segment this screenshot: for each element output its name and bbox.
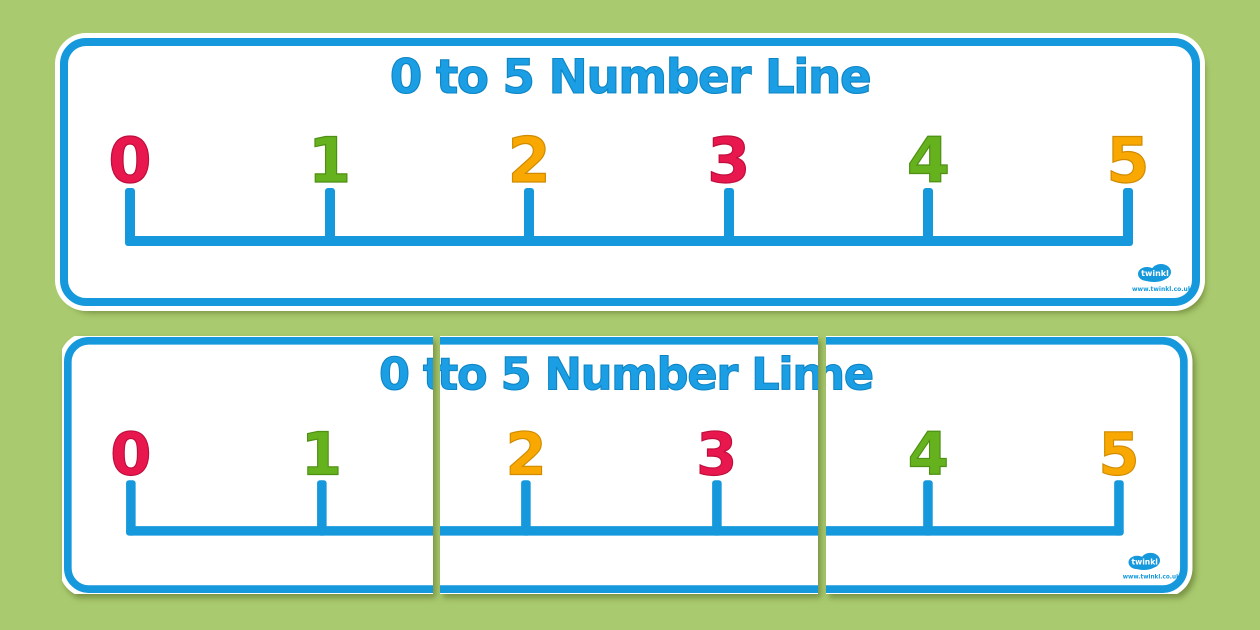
number-label: 2: [505, 419, 547, 489]
number-label: 2: [507, 124, 551, 197]
tick-mark: [1123, 188, 1133, 246]
number-line-bar: [125, 236, 1133, 246]
tick-mark: [324, 188, 335, 246]
tick-mark: [521, 480, 531, 536]
twinkl-logo-text: twinkl: [1141, 269, 1169, 278]
twinkl-logo: twinkl www.twinkl.co.uk: [1132, 262, 1192, 293]
number-line-bar: [440, 526, 818, 536]
number-label: 0: [110, 419, 152, 489]
tick-mark: [923, 188, 934, 246]
banner-title: 0 to 5 Number Line: [826, 348, 875, 402]
number-label: 3: [696, 419, 738, 489]
number-label: 3: [707, 124, 751, 197]
twinkl-tagline: www.twinkl.co.uk: [1132, 286, 1192, 293]
number-line: 0 1 2 3 4 5: [68, 46, 1192, 298]
number-line-bar: [826, 526, 1124, 536]
tick-mark: [1114, 480, 1124, 536]
tick-mark: [125, 188, 135, 246]
twinkl-cloud-icon: twinkl: [1128, 552, 1161, 571]
tick-mark: [126, 480, 136, 536]
number-label: 4: [906, 124, 950, 197]
twinkl-logo-text: twinkl: [1132, 557, 1158, 566]
number-label: 1: [300, 419, 343, 489]
twinkl-cloud-icon: twinkl: [1138, 264, 1171, 282]
tick-mark: [711, 480, 722, 536]
tick-mark: [524, 188, 535, 246]
twinkl-logo: twinkl www.twinkl.co.uk: [1122, 551, 1180, 581]
tick-mark: [723, 188, 734, 246]
twinkl-tagline: www.twinkl.co.uk: [1122, 573, 1180, 581]
number-line-banner-full: 0 to 5 Number Line 0 1 2 3 4 5 twinkl www.twi…: [60, 38, 1200, 306]
banner-title: 0 to 5 Number Line: [440, 348, 818, 402]
tick-mark: [923, 480, 934, 536]
banner-title: 0 to 5 Number Line: [389, 49, 872, 105]
number-label: 1: [307, 124, 352, 197]
banner-title: 0 to 5 Number Line: [378, 348, 433, 402]
tick-mark: [316, 480, 327, 536]
number-label: 0: [108, 124, 152, 197]
number-label: 5: [1098, 419, 1140, 489]
number-label: 4: [907, 419, 949, 489]
number-line-bar: [126, 526, 433, 536]
number-label: 5: [1106, 124, 1150, 197]
